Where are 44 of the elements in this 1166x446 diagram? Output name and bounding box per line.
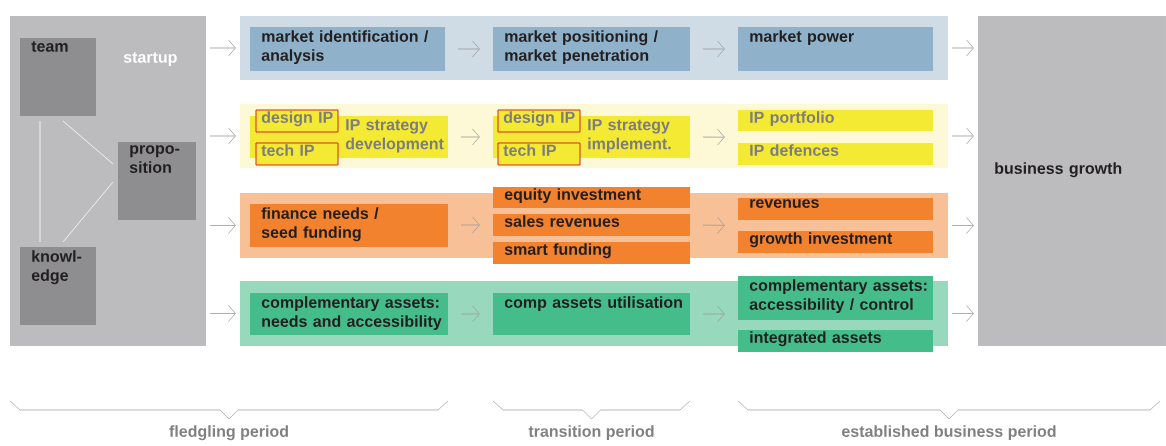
arrow: [702, 305, 725, 323]
stage-box: market identification / analysis: [250, 27, 445, 71]
connector-line: [62, 120, 114, 165]
arrow: [209, 39, 236, 57]
stage-box: market power: [738, 27, 933, 71]
stage-box: integrated assets: [738, 330, 933, 352]
stage-panel: business growth: [978, 16, 1166, 346]
stage-box: equity investment: [493, 187, 690, 208]
arrow: [209, 127, 236, 145]
stage-box: IP portfolio: [738, 110, 933, 131]
element-box: knowl- edge: [20, 247, 96, 325]
arrow: [457, 40, 480, 58]
period-label: fledgling period: [169, 425, 288, 441]
stage-box: complementary assets: accessibility / control: [738, 276, 933, 320]
arrow: [209, 305, 236, 322]
arrow: [951, 39, 974, 57]
stage-box: sales revenues: [493, 214, 690, 236]
arrow: [460, 128, 480, 146]
arrow: [702, 128, 725, 146]
element-box: propo- sition: [118, 142, 196, 220]
arrow: [702, 216, 725, 234]
arrow: [460, 216, 480, 234]
stage-box: comp assets utilisation: [493, 293, 690, 335]
arrow: [951, 127, 974, 145]
stage-box: smart funding: [493, 242, 690, 264]
arrow: [951, 305, 974, 322]
arrow: [951, 217, 974, 234]
arrow: [460, 305, 480, 323]
stage-box: growth investment: [738, 231, 933, 253]
stage-box: IP defences: [738, 143, 933, 165]
ip-tag: tech IP: [255, 142, 339, 166]
arrow: [209, 217, 236, 234]
stage-box: finance needs / seed funding: [250, 204, 448, 247]
connector-line: [62, 181, 114, 243]
period-label: established business period: [842, 425, 1056, 441]
element-box: team: [20, 38, 96, 116]
stage-box: market positioning / market penetration: [493, 27, 690, 71]
ip-tag: design IP: [255, 109, 339, 133]
arrow: [702, 40, 725, 58]
ip-tag: tech IP: [497, 142, 581, 166]
stage-box: complementary assets: needs and accessibility: [250, 293, 448, 335]
ip-tag: design IP: [497, 109, 581, 133]
stage-box: revenues: [738, 198, 933, 220]
period-label: transition period: [528, 425, 654, 441]
